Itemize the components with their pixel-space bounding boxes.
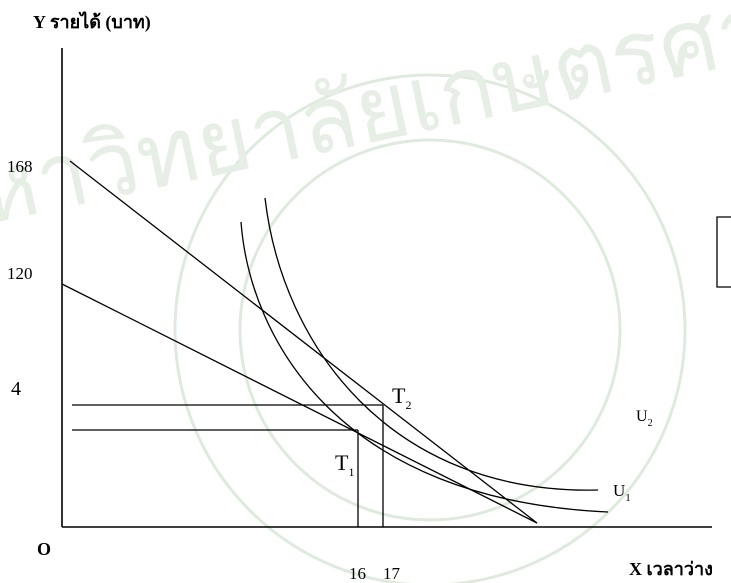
side-number-label: 4 xyxy=(11,378,21,400)
budget-line-1 xyxy=(69,160,538,524)
origin-label: O xyxy=(37,539,51,559)
y-tick-label: 168 xyxy=(7,157,33,176)
tangency-label-t1: T1 xyxy=(335,450,354,479)
watermark-text: มหาวิทยาลัยเกษตรศาสตร์ xyxy=(0,0,731,259)
x-tick-label: 16 xyxy=(349,564,366,583)
tangency-label-t2: T2 xyxy=(392,383,411,412)
side-box-fragment xyxy=(716,216,731,288)
x-axis-label: X เวลาว่าง xyxy=(629,559,713,579)
y-axis-label: Y รายได้ (บาท) xyxy=(33,11,151,33)
x-tick-label: 17 xyxy=(383,564,401,583)
budget-line-2 xyxy=(61,283,538,524)
y-tick-label: 120 xyxy=(7,264,33,283)
curve-label-u1: U1 xyxy=(613,481,631,504)
curve-label-u2: U2 xyxy=(636,408,653,429)
indifference-curve-2 xyxy=(264,197,599,491)
indifference-curve-1 xyxy=(240,221,609,513)
